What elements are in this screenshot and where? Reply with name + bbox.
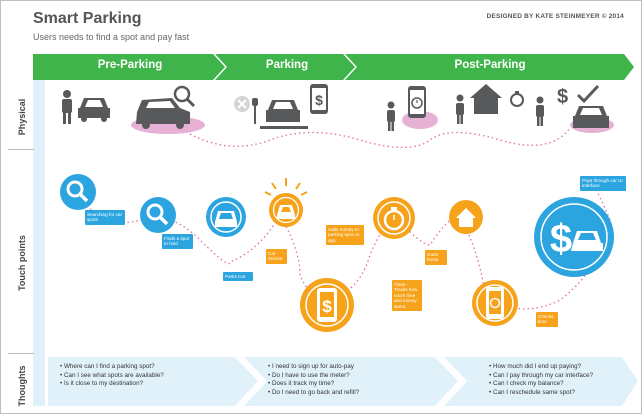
parking-meter-icon — [252, 98, 258, 124]
magnifier-icon — [146, 203, 169, 226]
row-divider — [8, 353, 34, 354]
row-divider — [8, 149, 34, 150]
svg-text:$: $ — [315, 92, 323, 108]
house-icon — [456, 208, 476, 227]
person-icon — [62, 90, 72, 124]
touch-label-goes-home: Goes home — [425, 250, 447, 265]
touch-search-circle — [60, 174, 96, 210]
thought-item: Can I reschedule same spot? — [489, 389, 593, 398]
thought-item: Is it close to my destination? — [60, 380, 164, 389]
thoughts-post-parking: How much did I end up paying? Can I pay … — [489, 363, 593, 397]
car-icon — [277, 205, 295, 219]
touch-label-adds-money: Adds money to parking spot on app — [326, 225, 364, 246]
stage-arrow-post-parking — [345, 54, 634, 80]
car-icon — [571, 231, 603, 251]
designer-credit: DESIGNED BY KATE STEINMEYER © 2014 — [486, 13, 624, 20]
touch-label-find-spot: Finds a spot to hold — [162, 234, 193, 249]
touch-label-searching: Searching for car spots — [85, 210, 125, 225]
touch-label-checks-time: Checks time — [536, 312, 558, 327]
person-icon — [387, 101, 395, 131]
stage-label-parking: Parking — [265, 59, 309, 71]
touch-label-parks-car: Parks Car — [223, 272, 253, 282]
thought-item: How much did I end up paying? — [489, 363, 593, 372]
stopwatch-icon — [510, 91, 524, 107]
phone-timer-icon — [486, 287, 504, 319]
touch-journey-path — [79, 179, 611, 310]
svg-text:$: $ — [322, 297, 332, 316]
dollar-icon: $ — [557, 86, 568, 108]
car-icon — [260, 100, 308, 129]
car-icon — [78, 98, 110, 122]
house-icon — [470, 84, 502, 114]
touch-car-ui-circle — [534, 197, 614, 277]
phone-dollar-icon: $ — [310, 84, 328, 114]
touch-find-circle — [140, 197, 176, 233]
thought-item: Do I need to go back and refill? — [268, 389, 359, 398]
person-icon — [536, 96, 544, 126]
phone-dollar-icon: $ — [317, 288, 337, 322]
thoughts-parking: I need to sign up for auto-pay Do I have… — [268, 363, 359, 397]
page-subtitle: Users needs to find a spot and pay fast — [33, 32, 190, 42]
physical-journey-path — [189, 127, 571, 149]
thought-item: Where can I find a parking spot? — [60, 363, 164, 372]
phone-timer-icon — [408, 86, 426, 118]
stage-label-pre-parking: Pre-Parking — [97, 59, 163, 71]
car-icon — [573, 106, 609, 128]
thought-item: Can I see what spots are available? — [60, 372, 164, 381]
thought-item: Do I have to use the meter? — [268, 372, 359, 381]
magnifier-icon — [173, 85, 196, 108]
touch-label-timer: Timer - Tracks how much time and money s… — [392, 280, 422, 312]
car-icon — [136, 98, 190, 129]
row-sidebar — [33, 76, 45, 406]
person-icon — [456, 94, 464, 124]
touch-label-car-sensor: Car Sensor — [266, 249, 287, 264]
car-icon — [215, 211, 237, 227]
dollar-icon: $ — [550, 217, 572, 261]
stopwatch-icon — [383, 207, 405, 231]
thought-item: Does it track my time? — [268, 380, 359, 389]
touch-label-pays: Pays through car UI interface — [580, 176, 626, 191]
thought-item: I need to sign up for auto-pay — [268, 363, 359, 372]
checkmark-icon — [576, 84, 600, 104]
no-meter-icon — [234, 96, 250, 112]
stage-label-post-parking: Post-Parking — [454, 59, 526, 71]
thought-item: Can I pay through my car interface? — [489, 372, 593, 381]
page-title: Smart Parking — [33, 10, 142, 27]
stage-arrow-pre-parking — [33, 54, 225, 80]
thoughts-pre-parking: Where can I find a parking spot? Can I s… — [60, 363, 164, 389]
thought-item: Can I check my balance? — [489, 380, 593, 389]
sensor-rays-icon — [264, 178, 308, 196]
stage-arrow-parking — [215, 54, 355, 80]
magnifier-icon — [66, 180, 89, 203]
